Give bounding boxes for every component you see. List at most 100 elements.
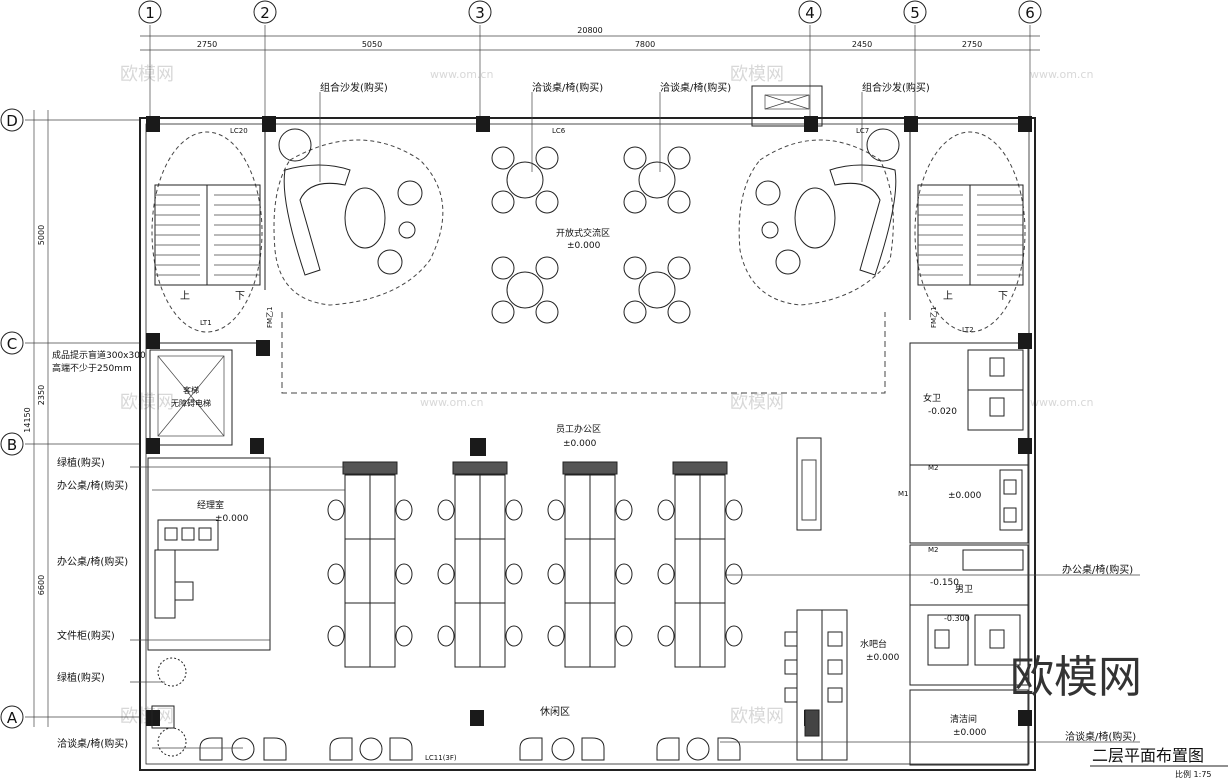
annotations: 组合沙发(购买) 洽谈桌/椅(购买) 洽谈桌/椅(购买) 组合沙发(购买) 开放… xyxy=(52,81,1140,762)
plants xyxy=(151,657,187,757)
sofa-zone-left xyxy=(273,128,444,306)
window-tag: LT1 xyxy=(200,319,212,327)
round-table xyxy=(491,146,559,214)
water-bar xyxy=(784,609,848,761)
sofa-zone-right xyxy=(738,128,900,306)
door-tag: M2 xyxy=(928,546,939,554)
label-open-area-elev: ±0.000 xyxy=(567,241,601,251)
label-sofa-left: 组合沙发(购买) xyxy=(320,81,388,94)
watermark-url: www.om.cn xyxy=(430,68,493,81)
dim-left: 6600 xyxy=(37,575,46,595)
label-plant: 绿植(购买) xyxy=(57,671,105,684)
label-elevator: 客梯 xyxy=(183,385,199,395)
axis-label: D xyxy=(6,112,18,130)
columns xyxy=(146,116,1032,726)
label-wash-elev: ±0.000 xyxy=(948,491,982,501)
dim-top: 2750 xyxy=(197,40,217,49)
watermark-url: www.om.cn xyxy=(1030,396,1093,409)
label-mens-wc: 男卫 xyxy=(955,584,973,595)
label-manager-elev: ±0.000 xyxy=(215,514,249,524)
stair-left: 上 下 LT1 xyxy=(151,131,263,333)
label-elevator-sub: 无障碍电梯 xyxy=(171,398,211,408)
watermark-logo: 欧模网 xyxy=(1010,652,1142,703)
watermark: 欧模网 xyxy=(730,706,784,727)
axis-label: 3 xyxy=(475,4,485,22)
desk-block xyxy=(547,461,633,668)
label-mens-elev-2: -0.300 xyxy=(944,614,970,623)
watermark: 欧模网 xyxy=(730,64,784,85)
axis-label: 4 xyxy=(805,4,815,22)
watermarks: 欧模网 www.om.cn 欧模网 www.om.cn 欧模网 www.om.c… xyxy=(120,64,1093,727)
watermark: 欧模网 xyxy=(730,392,784,413)
door-tag: M2 xyxy=(928,464,939,472)
door-tag: FM乙1 xyxy=(930,306,938,328)
window-tag: LC6 xyxy=(552,127,566,135)
dim-top: 2450 xyxy=(852,40,872,49)
discussion-tables xyxy=(491,146,691,324)
label-desk-chair: 办公桌/椅(购买) xyxy=(57,555,128,568)
label-storage: 清洁间 xyxy=(950,713,977,725)
label-staff-area: 员工办公区 xyxy=(556,423,601,435)
drawing-title: 二层平面布置图 xyxy=(1092,746,1204,765)
dim-top: 2750 xyxy=(962,40,982,49)
label-file-cabinet: 文件柜(购买) xyxy=(57,629,115,642)
window-tag: LC11(3F) xyxy=(425,754,457,762)
axis-label: 2 xyxy=(260,4,270,22)
round-table xyxy=(623,146,691,214)
axis-label: 6 xyxy=(1025,4,1035,22)
round-table xyxy=(491,256,559,324)
round-table xyxy=(623,256,691,324)
label-product-note: 成品提示盲道300x300 xyxy=(52,349,146,361)
label-storage-elev: ±0.000 xyxy=(953,728,987,738)
stair-up: 上 xyxy=(180,290,190,302)
axis-label: 1 xyxy=(145,4,155,22)
label-staff-elev: ±0.000 xyxy=(563,439,597,449)
overall-dim: 20800 xyxy=(577,26,602,35)
label-water-bar-elev: ±0.000 xyxy=(866,653,900,663)
window-tag: LT2 xyxy=(962,326,974,334)
axis-top: 1 2 3 4 5 6 20800 2750 5050 7800 2450 27… xyxy=(138,0,1042,120)
label-water-bar: 水吧台 xyxy=(860,638,887,650)
axis-label: C xyxy=(7,335,17,353)
lounge-seating xyxy=(199,737,741,761)
label-table-chair: 洽谈桌/椅(购买) xyxy=(57,737,128,750)
axis-label: A xyxy=(7,709,18,727)
manager-furniture xyxy=(154,519,219,619)
label-womens-elev: -0.020 xyxy=(928,407,957,417)
stair-right: 上 下 LT2 xyxy=(914,131,1026,334)
circulation-path xyxy=(281,312,886,394)
stair-down: 下 xyxy=(235,291,245,302)
label-womens-wc: 女卫 xyxy=(923,392,941,404)
axis-label: 5 xyxy=(910,4,920,22)
label-table-chair: 洽谈桌/椅(购买) xyxy=(1065,730,1136,743)
axis-label: B xyxy=(7,436,17,454)
dim-left: 2350 xyxy=(37,385,46,405)
label-manager-room: 经理室 xyxy=(197,499,224,511)
stair-up: 上 xyxy=(943,290,953,302)
dim-left-total: 14150 xyxy=(23,407,32,432)
door-tag: FM乙1 xyxy=(266,306,274,328)
label-sofa-right: 组合沙发(购买) xyxy=(862,81,930,94)
label-desk-chair: 办公桌/椅(购买) xyxy=(1062,563,1133,576)
desk-block xyxy=(437,461,523,668)
watermark: 欧模网 xyxy=(120,392,174,413)
dim-top: 7800 xyxy=(635,40,655,49)
dim-left: 5000 xyxy=(37,225,46,245)
desk-block xyxy=(657,461,743,668)
axis-left: D C B A 5000 2350 6600 14150 xyxy=(0,108,140,729)
desk-block xyxy=(327,461,413,668)
label-mens-elev: -0.150 xyxy=(930,578,959,588)
window-tag: LC7 xyxy=(856,127,869,135)
watermark-url: www.om.cn xyxy=(1030,68,1093,81)
drawing-scale: 比例 1:75 xyxy=(1175,769,1212,779)
label-table-chair: 洽谈桌/椅(购买) xyxy=(532,81,603,94)
toilet-fixtures xyxy=(927,349,1024,666)
dim-top: 5050 xyxy=(362,40,382,49)
staff-desks xyxy=(327,437,822,668)
label-lounge: 休闲区 xyxy=(540,705,570,718)
watermark-url: www.om.cn xyxy=(420,396,483,409)
label-desk-chair: 办公桌/椅(购买) xyxy=(57,479,128,492)
label-table-chair: 洽谈桌/椅(购买) xyxy=(660,81,731,94)
window-tag: LC20 xyxy=(230,127,248,135)
